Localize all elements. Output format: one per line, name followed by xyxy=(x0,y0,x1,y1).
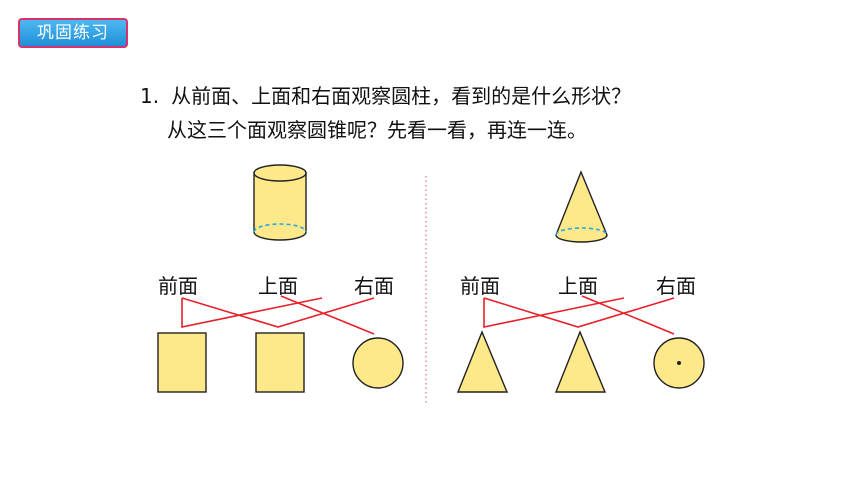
left-shape-rectangle-2 xyxy=(255,332,305,393)
question-number: 1. xyxy=(140,84,160,108)
left-match-top xyxy=(280,295,375,335)
right-label-right: 右面 xyxy=(656,274,696,298)
right-match-top xyxy=(581,295,675,335)
left-label-right: 右面 xyxy=(354,274,394,298)
right-match-right xyxy=(483,297,675,328)
right-match-front xyxy=(483,297,625,328)
left-shape-circle xyxy=(352,337,404,389)
left-match-right xyxy=(181,297,375,328)
cylinder-solid xyxy=(253,164,307,241)
left-match-front xyxy=(181,297,323,328)
section-badge: 巩固练习 xyxy=(18,18,128,48)
left-label-top: 上面 xyxy=(258,274,298,298)
right-shape-triangle-2 xyxy=(554,330,607,393)
cone-solid xyxy=(555,170,608,243)
left-shape-rectangle-1 xyxy=(157,332,207,393)
right-label-top: 上面 xyxy=(558,274,598,298)
right-label-front: 前面 xyxy=(460,274,500,298)
question-line-1: 1. 从前面、上面和右面观察圆柱，看到的是什么形状？ xyxy=(140,80,631,109)
right-shape-triangle-1 xyxy=(456,330,509,393)
left-label-front: 前面 xyxy=(158,274,198,298)
question-line-2: 从这三个面观察圆锥呢？先看一看，再连一连。 xyxy=(167,118,587,142)
center-dot xyxy=(677,361,681,365)
question-text-1: 从前面、上面和右面观察圆柱，看到的是什么形状？ xyxy=(171,84,632,108)
